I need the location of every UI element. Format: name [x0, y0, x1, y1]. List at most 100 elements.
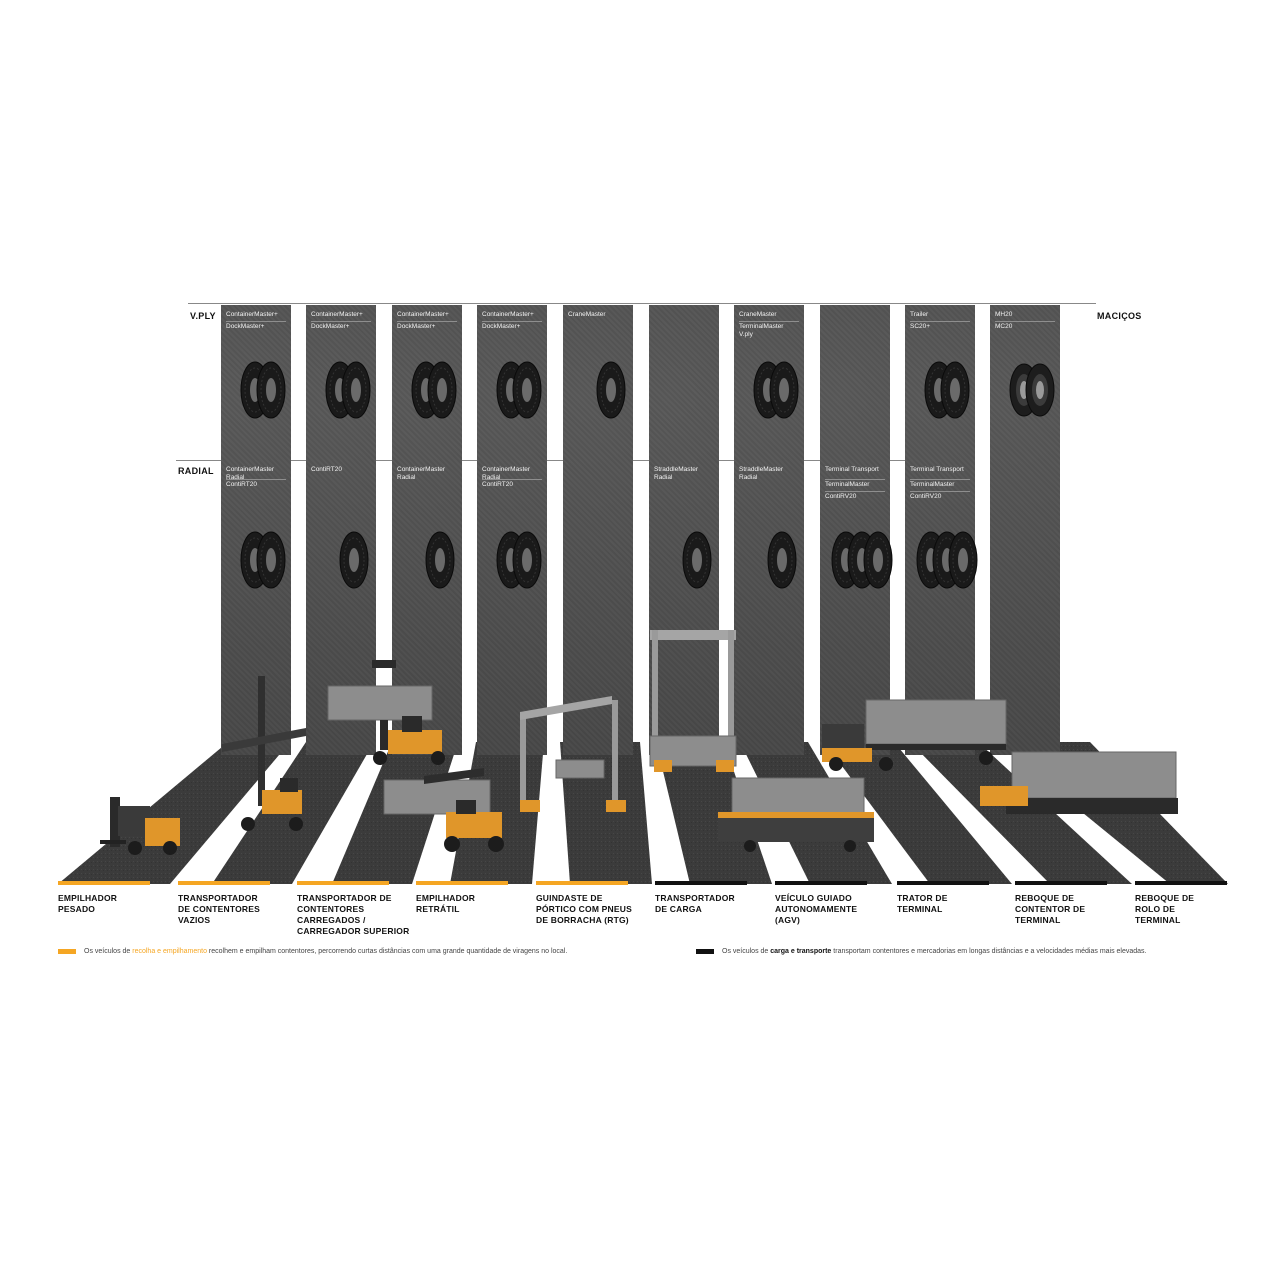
legend-text: Os veículos de carga e transporte transp…: [722, 948, 1147, 955]
radial-tyre-icon: [469, 525, 555, 600]
reach-stacker: [383, 768, 504, 852]
vply-label: MC20: [995, 323, 1013, 330]
category-bar: [1015, 881, 1107, 885]
label-divider: [910, 321, 970, 322]
category-bar: [58, 881, 150, 885]
vply-tyre-icon: [905, 355, 975, 430]
radial-label: Terminal Transport: [910, 466, 964, 473]
caption-line: CARREGADOR SUPERIOR: [297, 926, 410, 936]
radial-label: ContiRT20: [226, 481, 257, 488]
legend-load-transport: Os veículos de carga e transporte transp…: [696, 948, 1147, 955]
terminal-trailer: [980, 751, 1178, 814]
vply-label: ContainerMaster+: [311, 311, 363, 318]
caption-line: PESADO: [58, 904, 96, 914]
vply-label: DockMaster+: [397, 323, 436, 330]
label-divider: [825, 491, 885, 492]
caption-line: DE CARGA: [655, 904, 702, 914]
agv: [718, 777, 874, 852]
caption-line: RETRÁTIL: [416, 904, 460, 914]
category-bar: [536, 881, 628, 885]
caption-line: VAZIOS: [178, 915, 211, 925]
black-swatch: [696, 949, 714, 954]
caption-line: GUINDASTE DE: [536, 893, 603, 903]
category-bar: [655, 881, 747, 885]
vply-label: SC20+: [910, 323, 931, 330]
caption-line: EMPILHADOR: [416, 893, 476, 903]
radial-tyre-icon: [384, 525, 470, 600]
radial-tyre-icon: [213, 525, 299, 600]
section-label-solid: MACIÇOS: [1097, 311, 1142, 321]
category-bar: [416, 881, 508, 885]
vply-label: CraneMaster: [568, 311, 606, 318]
tyre-column: [820, 305, 890, 755]
legend-pick-stack: Os veículos de recolha e empilhamento re…: [58, 948, 567, 955]
vply-label: TerminalMaster V.ply: [739, 323, 784, 338]
label-divider: [910, 479, 970, 480]
label-divider: [739, 321, 799, 322]
radial-label: ContiRV20: [910, 493, 942, 500]
caption-line: VEÍCULO GUIADO: [775, 893, 852, 903]
caption-line: PÓRTICO COM PNEUS: [536, 904, 632, 914]
vply-label: Trailer: [910, 311, 929, 318]
label-divider: [995, 321, 1055, 322]
radial-tyre-icon: [897, 525, 983, 600]
caption-line: TRATOR DE: [897, 893, 948, 903]
caption-line: DE CONTENTORES: [178, 904, 260, 914]
label-divider: [397, 321, 457, 322]
section-label-radial: RADIAL: [178, 466, 214, 476]
radial-tyre-icon: [641, 525, 727, 600]
label-divider: [482, 321, 542, 322]
category-bar: [775, 881, 867, 885]
radial-label: ContiRT20: [482, 481, 513, 488]
caption-line: (AGV): [775, 915, 801, 925]
label-divider: [226, 479, 286, 480]
radial-label: StraddleMaster Radial: [654, 466, 699, 481]
radial-label: TerminalMaster: [910, 481, 955, 488]
category-bar: [297, 881, 389, 885]
radial-label: StraddleMaster Radial: [739, 466, 784, 481]
heavy-forklift: [100, 797, 180, 855]
caption-line: CARREGADOS /: [297, 915, 366, 925]
vply-label: DockMaster+: [311, 323, 350, 330]
section-label-vply: V.PLY: [190, 311, 216, 321]
empty-container-handler: [222, 676, 306, 831]
vply-tyre-icon: [392, 355, 462, 430]
category-bar: [1135, 881, 1227, 885]
caption-line: DE BORRACHA (RTG): [536, 915, 629, 925]
vply-tyre-icon: [734, 355, 804, 430]
vply-label: ContainerMaster+: [482, 311, 534, 318]
radial-label: Terminal Transport: [825, 466, 879, 473]
label-divider: [825, 479, 885, 480]
vply-label: MH20: [995, 311, 1013, 318]
rtg-crane: [520, 696, 626, 812]
orange-swatch: [58, 949, 76, 954]
radial-tyre-icon: [298, 525, 384, 600]
terminal-tractor: [822, 699, 1007, 771]
caption-line: EMPILHADOR: [58, 893, 118, 903]
category-bar: [897, 881, 989, 885]
caption-line: AUTONOMAMENTE: [775, 904, 858, 914]
vply-label: ContainerMaster+: [397, 311, 449, 318]
radial-label: ContainerMaster Radial: [226, 466, 275, 481]
label-divider: [482, 479, 542, 480]
label-divider: [226, 321, 286, 322]
caption-line: TERMINAL: [1135, 915, 1181, 925]
vply-label: ContainerMaster+: [226, 311, 278, 318]
radial-tyre-icon: [726, 525, 812, 600]
tyre-column: [649, 305, 719, 755]
straddle-carrier: [649, 630, 737, 772]
caption-line: TERMINAL: [897, 904, 943, 914]
caption-line: TRANSPORTADOR: [178, 893, 258, 903]
caption-line: REBOQUE DE: [1015, 893, 1075, 903]
radial-label: ContiRV20: [825, 493, 857, 500]
radial-label: ContiRT20: [311, 466, 342, 473]
